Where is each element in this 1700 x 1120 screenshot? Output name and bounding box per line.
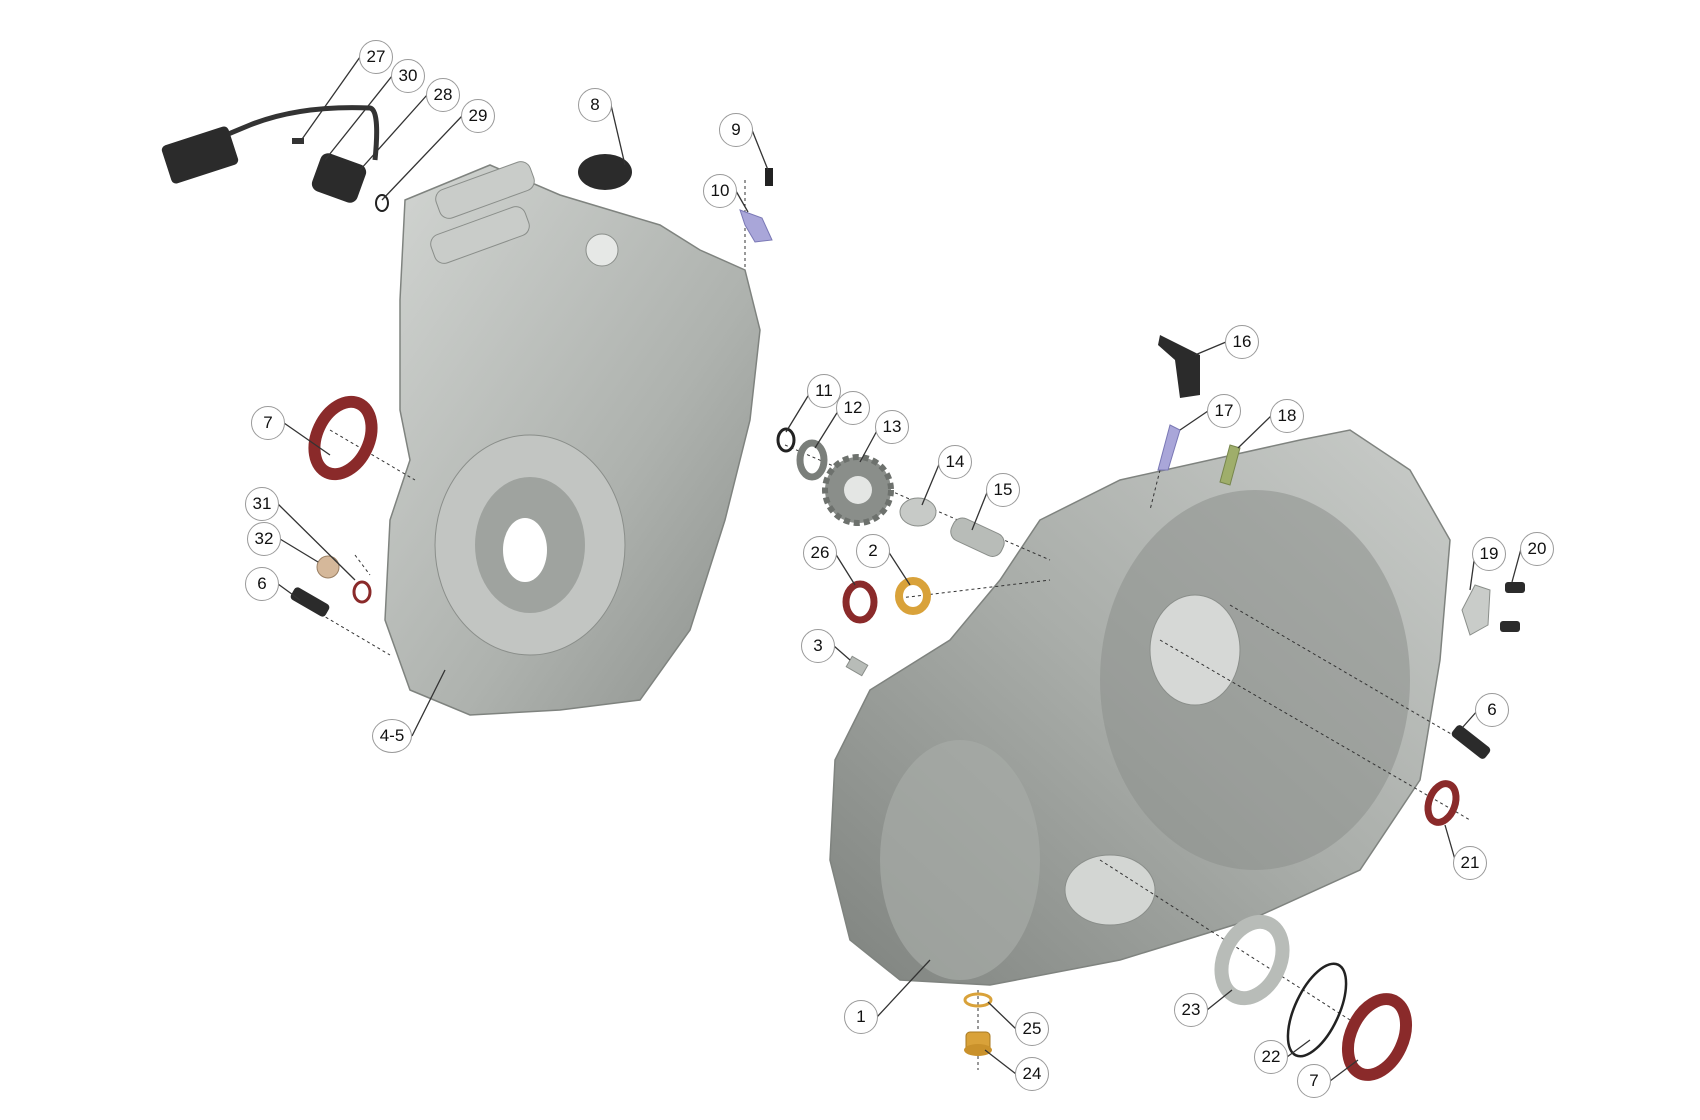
callout-part-27: 27 (359, 40, 393, 74)
callout-part-2: 2 (856, 534, 890, 568)
callout-part-26: 26 (803, 536, 837, 570)
callout-part-15: 15 (986, 473, 1020, 507)
bolt-part-9 (765, 168, 773, 186)
callout-part-7: 7 (1297, 1064, 1331, 1098)
callout-part-14: 14 (938, 445, 972, 479)
callout-part-12: 12 (836, 391, 870, 425)
callout-part-3: 3 (801, 629, 835, 663)
callout-part-21: 21 (1453, 846, 1487, 880)
callout-part-19: 19 (1472, 537, 1506, 571)
speed-sensor-harness-part-28 (161, 105, 389, 212)
right-housing-part-1 (829, 429, 1451, 986)
seal-part-7-left (308, 395, 378, 481)
leader-lines (277, 56, 1522, 1082)
callout-part-25: 25 (1015, 1012, 1049, 1046)
callout-part-6: 6 (245, 567, 279, 601)
callout-part-23: 23 (1174, 993, 1208, 1027)
callout-part-7: 7 (251, 406, 285, 440)
callout-part-22: 22 (1254, 1040, 1288, 1074)
callout-part-30: 30 (391, 59, 425, 93)
callout-part-17: 17 (1207, 394, 1241, 428)
callout-part-32: 32 (247, 522, 281, 556)
bracket-part-10 (739, 209, 773, 243)
callout-part-28: 28 (426, 78, 460, 112)
callout-part-24: 24 (1015, 1057, 1049, 1091)
callout-part-16: 16 (1225, 325, 1259, 359)
callout-part-31: 31 (245, 487, 279, 521)
callout-part-20: 20 (1520, 532, 1554, 566)
callout-part-1: 1 (844, 1000, 878, 1034)
callout-part-13: 13 (875, 410, 909, 444)
plug-part-8 (578, 154, 632, 190)
callout-part-6: 6 (1475, 693, 1509, 727)
callout-part-10: 10 (703, 174, 737, 208)
left-housing-part-4-5 (384, 161, 761, 716)
callout-part-11: 11 (807, 374, 841, 408)
callout-part-9: 9 (719, 113, 753, 147)
callout-part-8: 8 (578, 88, 612, 122)
callout-part-18: 18 (1270, 399, 1304, 433)
callout-part-29: 29 (461, 99, 495, 133)
callout-part-4-5: 4-5 (372, 719, 412, 753)
